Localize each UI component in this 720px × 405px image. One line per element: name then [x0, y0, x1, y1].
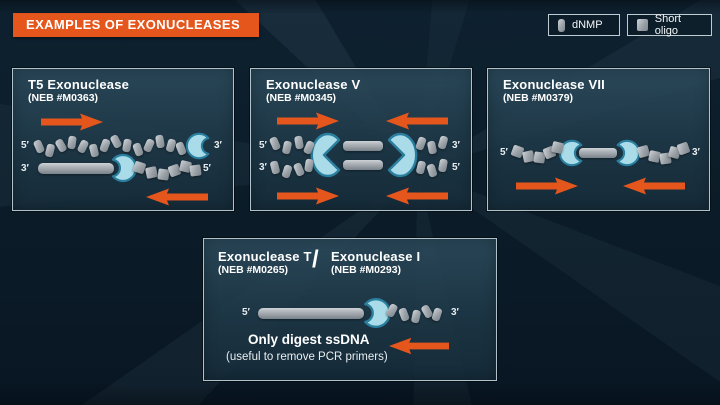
dnmp-fragment	[426, 140, 438, 155]
exonuclease-enzyme-icon	[616, 139, 641, 167]
exonuclease-enzyme-icon	[558, 139, 583, 167]
five-prime-label: 5′	[259, 140, 267, 151]
panel-catalog: (NEB #M0363)	[28, 92, 99, 104]
legend-dnmp-label: dNMP	[572, 19, 603, 31]
three-prime-label: 3′	[259, 162, 267, 173]
panel-title: Exonuclease I	[331, 249, 421, 264]
dnmp-fragment	[292, 161, 306, 178]
short-oligo-fragment	[144, 165, 159, 180]
short-oligo-fragment	[676, 141, 691, 156]
dnmp-fragment	[76, 138, 90, 155]
dna-duplex-top-bar	[343, 141, 383, 151]
legend-dnmp: dNMP	[548, 14, 620, 36]
dnmp-fragment	[293, 135, 305, 150]
panel-t5-exonuclease: T5 Exonuclease (NEB #M0363) 5′ 3′ 3′ 5′	[12, 68, 234, 211]
dnmp-fragment	[269, 160, 281, 175]
exonuclease-v-enzyme-icon	[387, 132, 418, 178]
dnmp-fragment	[44, 143, 56, 158]
three-prime-label: 3′	[214, 140, 222, 151]
three-prime-label: 3′	[452, 140, 460, 151]
dnmp-fragment	[99, 138, 111, 153]
five-prime-label: 5′	[203, 163, 211, 174]
short-oligo-fragment	[189, 164, 202, 177]
panel-exonuclease-v: Exonuclease V (NEB #M0345) 5′ 3′ 3′ 5′	[250, 68, 472, 211]
dnmp-fragment	[142, 137, 156, 154]
dnmp-fragment	[415, 160, 427, 175]
panel-exonuclease-vii: Exonuclease VII (NEB #M0379) 5′ 3′	[487, 68, 710, 211]
digestion-arrow-left	[386, 187, 448, 205]
exonuclease-enzyme-icon	[185, 132, 210, 160]
panel-title: Exonuclease VII	[503, 77, 605, 92]
dnmp-fragment	[398, 307, 410, 322]
dnmp-fragment	[437, 158, 449, 173]
ssdna-note: (useful to remove PCR primers)	[226, 351, 388, 363]
dnmp-icon	[558, 18, 565, 32]
panel-title: Exonuclease T	[218, 249, 312, 264]
panel-catalog: (NEB #M0293)	[331, 264, 402, 276]
panel-title: Exonuclease V	[266, 77, 361, 92]
dnmp-fragment	[88, 143, 100, 158]
dnmp-fragment	[410, 309, 422, 324]
five-prime-label: 5′	[21, 140, 29, 151]
panel-catalog: (NEB #M0345)	[266, 92, 337, 104]
dnmp-fragment	[426, 163, 438, 178]
dnmp-fragment	[268, 135, 282, 152]
dnmp-fragment	[154, 134, 166, 149]
exonuclease-v-enzyme-icon	[310, 132, 341, 178]
dna-strand-bar	[579, 148, 617, 158]
three-prime-label: 3′	[692, 147, 700, 158]
digestion-arrow-right	[516, 177, 578, 195]
dnmp-fragment	[281, 140, 293, 155]
exonuclease-enzyme-icon	[111, 153, 138, 183]
panel-catalog: (NEB #M0265)	[218, 264, 289, 276]
panel-title: T5 Exonuclease	[28, 77, 130, 92]
three-prime-label: 3′	[21, 163, 29, 174]
five-prime-label: 5′	[452, 162, 460, 173]
digestion-arrow-right	[41, 113, 103, 131]
dnmp-fragment	[32, 138, 46, 155]
legend-short-oligo-label: Short oligo	[654, 13, 682, 37]
dnmp-fragment	[67, 135, 77, 150]
digestion-arrow-left	[623, 177, 685, 195]
digestion-arrow-right	[277, 112, 339, 130]
five-prime-label: 5′	[500, 147, 508, 158]
digestion-arrow-left	[386, 112, 448, 130]
panel-exonuclease-t-i: Exonuclease T (NEB #M0265) / Exonuclease…	[203, 238, 497, 381]
dnmp-fragment	[437, 135, 449, 150]
dna-strand-bar	[258, 308, 364, 319]
three-prime-label: 3′	[451, 307, 459, 318]
dnmp-fragment	[121, 138, 133, 153]
short-oligo-icon	[637, 19, 648, 31]
exonuclease-enzyme-icon	[364, 298, 391, 328]
dnmp-fragment	[281, 164, 293, 179]
dnmp-fragment	[109, 133, 123, 150]
digestion-arrow-left	[146, 188, 208, 206]
legend-short-oligo: Short oligo	[627, 13, 712, 37]
digestion-arrow-right	[277, 187, 339, 205]
dna-duplex-bottom-bar	[343, 160, 383, 170]
title-separator: /	[312, 246, 319, 273]
panel-catalog: (NEB #M0379)	[503, 92, 574, 104]
ssdna-note-bold: Only digest ssDNA	[248, 332, 370, 347]
page-title: EXAMPLES OF EXONUCLEASES	[13, 13, 259, 37]
digestion-arrow-left	[389, 337, 449, 355]
five-prime-label: 5′	[242, 307, 250, 318]
dnmp-fragment	[431, 307, 443, 322]
dna-strand-bar	[38, 163, 114, 174]
dnmp-fragment	[54, 137, 68, 154]
